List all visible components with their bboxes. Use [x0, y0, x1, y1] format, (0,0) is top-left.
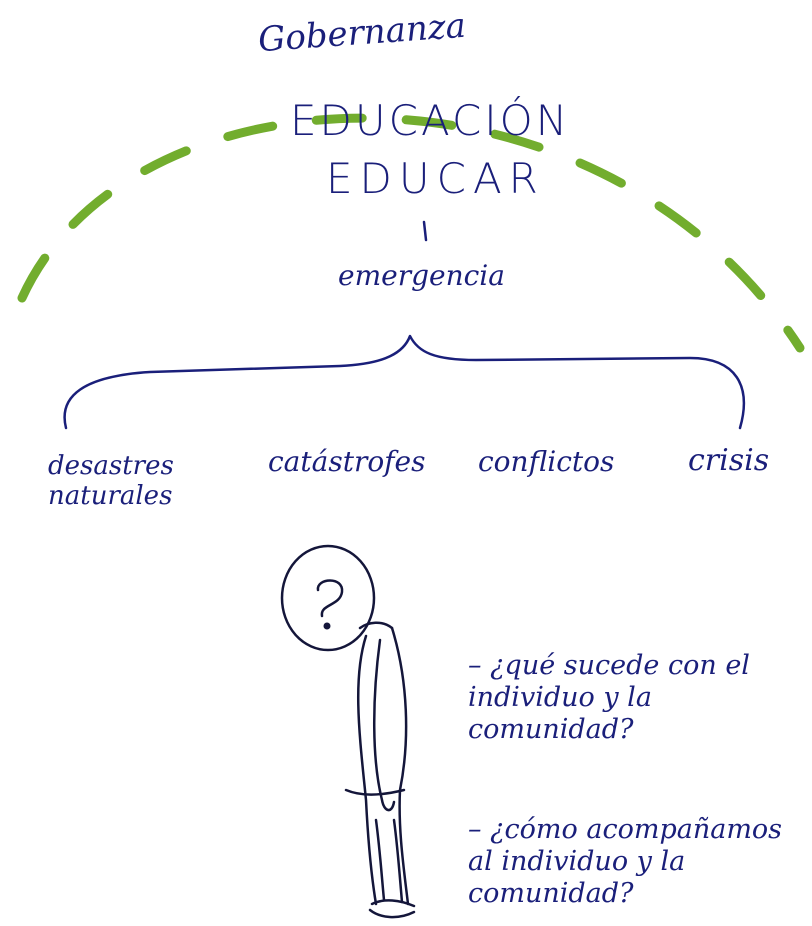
- figure-head: [280, 544, 376, 652]
- category-conflicts: conflictos: [478, 445, 615, 478]
- figure-neck: [358, 621, 394, 630]
- question-what-happens: – ¿qué sucede con el individuo y la comu…: [468, 650, 750, 745]
- person-icon: [280, 544, 416, 919]
- figure-feet: [368, 899, 416, 919]
- figure-waist: [344, 788, 406, 796]
- title-education: EDUCACIÓN: [290, 96, 571, 145]
- curly-brace: [63, 334, 745, 430]
- question-how-accompany: – ¿cómo acompañamos al individuo y la co…: [468, 814, 783, 909]
- category-natural-disasters: desastres naturales: [48, 451, 174, 511]
- figure-legs: [374, 818, 404, 904]
- subtitle-emergency: emergencia: [338, 259, 505, 292]
- governance-arc: [17, 113, 805, 353]
- figure-body-right: [390, 626, 410, 906]
- question-mark-dot: [323, 622, 331, 630]
- connector-line: [422, 220, 428, 242]
- question-mark-icon: [316, 579, 344, 618]
- category-catastrophes: catástrofes: [268, 445, 426, 478]
- category-crisis: crisis: [688, 443, 770, 478]
- title-educate: EDUCAR: [326, 154, 545, 203]
- figure-body-left: [356, 634, 378, 906]
- figure-arm: [372, 638, 396, 812]
